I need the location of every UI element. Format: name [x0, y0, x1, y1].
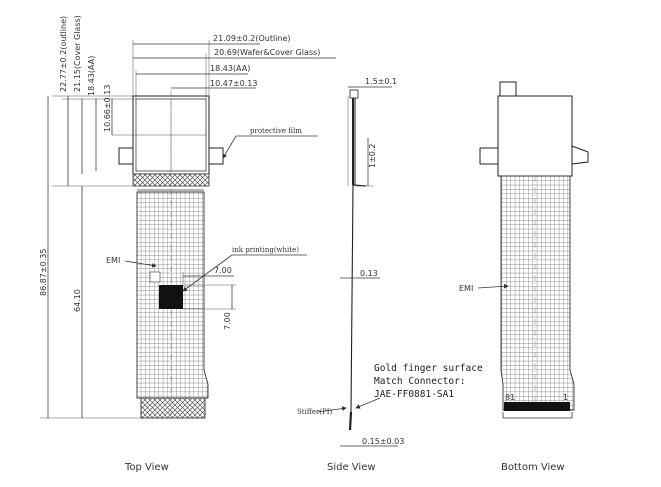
- top-view-dimensions: 21.09±0.2(Outline) 20.69(Wafer&Cover Gla…: [39, 15, 336, 419]
- dim-total-height: 86.87±0.35: [39, 249, 48, 296]
- dim-inner-height: 10.66±0.13: [103, 85, 112, 132]
- title-bottom-view: Bottom View: [501, 462, 565, 473]
- dim-aa-width: 18.43(AA): [210, 64, 250, 73]
- top-right-tab: [208, 147, 224, 165]
- pin-label-1: 1: [563, 393, 568, 402]
- top-view: [118, 90, 224, 420]
- dim-mark-width: 7.00: [214, 266, 232, 275]
- dim-cover-height: 21.15(Cover Glass): [73, 15, 82, 92]
- label-emi-top: EMI: [106, 256, 120, 265]
- side-view: [347, 89, 367, 431]
- label-gold-finger: Gold finger surface: [374, 363, 483, 374]
- side-view-dimensions: 1.5±0.1 1±0.2 0.13 0.15±0.03 Stiffer(PI)…: [297, 77, 483, 447]
- dim-wafer-width: 20.69(Wafer&Cover Glass): [214, 48, 320, 57]
- bottom-fpc-tail: [500, 175, 575, 411]
- label-emi-bottom: EMI: [459, 284, 473, 293]
- top-connector-end: [140, 397, 206, 419]
- label-connector-part: JAE-FF0881-SA1: [374, 389, 454, 400]
- top-left-tab: [118, 147, 134, 165]
- dim-outline-height: 22.77±0.2(outline): [59, 16, 68, 92]
- ink-printing-mark: [159, 285, 183, 309]
- bottom-left-tab: [479, 147, 499, 165]
- title-top-view: Top View: [124, 462, 169, 473]
- dim-inner-width: 10.47±0.13: [210, 79, 257, 88]
- bottom-right-tab: [571, 145, 589, 165]
- dim-outline-width: 21.09±0.2(Outline): [213, 34, 291, 43]
- dim-side-stiffener-thickness: 0.15±0.03: [362, 437, 404, 446]
- bottom-top-tab: [499, 81, 517, 97]
- dim-aa-height: 18.43(AA): [87, 56, 96, 96]
- label-stiffer: Stiffer(PI): [297, 408, 333, 416]
- label-ink-printing: ink printing(white): [232, 246, 299, 254]
- dim-mark-height: 7.00: [223, 312, 232, 330]
- pin-label-81: 81: [505, 393, 515, 402]
- dim-fpc-height: 64.10: [73, 289, 82, 312]
- bottom-view: 81 1 EMI: [459, 81, 589, 419]
- label-protective-film: protective film: [250, 127, 302, 135]
- dim-side-height: 1±0.2: [368, 143, 377, 168]
- dim-side-fpc-thickness: 0.13: [360, 269, 378, 278]
- label-match-connector: Match Connector:: [374, 376, 466, 387]
- title-side-view: Side View: [327, 462, 376, 473]
- bottom-module-outline: [497, 95, 573, 177]
- dim-side-top-width: 1.5±0.1: [365, 77, 397, 86]
- gold-finger-pads: [504, 402, 570, 411]
